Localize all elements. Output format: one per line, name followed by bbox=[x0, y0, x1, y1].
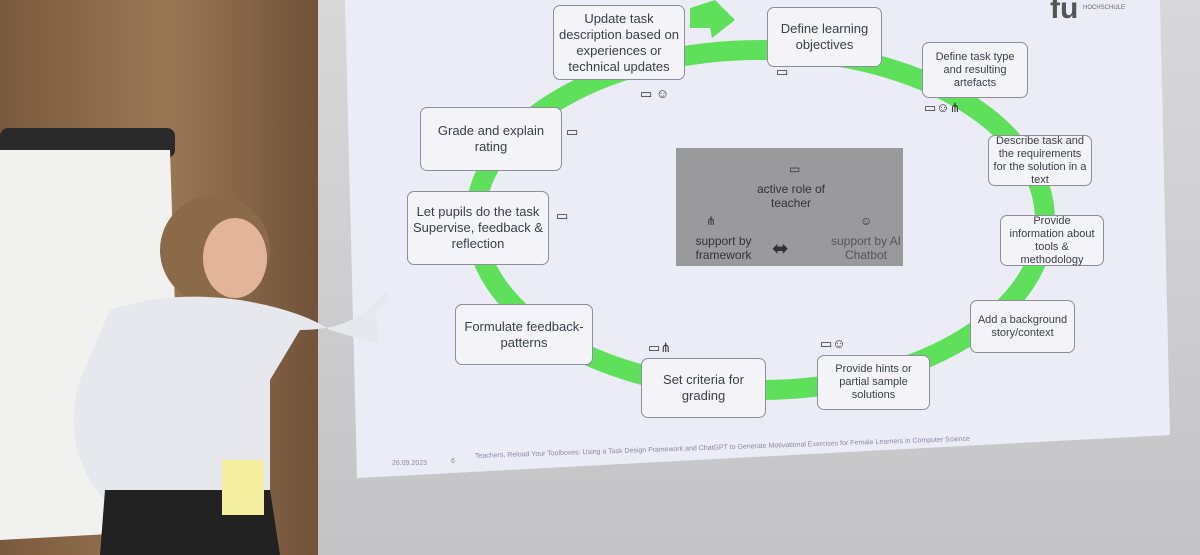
legend-teacher: active role of teacher bbox=[756, 182, 826, 210]
teacher-icon: ▭ bbox=[556, 208, 569, 223]
step-grade: Grade and explain rating bbox=[420, 107, 562, 171]
step-feedback-patterns: Formulate feedback-patterns bbox=[455, 304, 593, 365]
robot-icon: ☺ bbox=[860, 214, 873, 228]
legend-framework: support by framework bbox=[695, 234, 752, 262]
step-learning-objectives: Define learning objectives bbox=[767, 7, 882, 67]
step-criteria: Set criteria for grading bbox=[641, 358, 766, 418]
teacher-robot-icons: ▭☺ bbox=[820, 336, 846, 351]
step-task-type: Define task type and resulting artefacts bbox=[922, 42, 1028, 98]
presenter bbox=[73, 195, 390, 555]
teacher-framework-icons: ▭⋔ bbox=[648, 340, 672, 355]
arrows-icon: ⬌ bbox=[772, 238, 789, 260]
footer-date: 26.09.2023 bbox=[392, 460, 428, 467]
cycle-arrow-head bbox=[690, 0, 735, 38]
step-pupils-task: Let pupils do the task Supervise, feedba… bbox=[407, 191, 549, 265]
teacher-robot-icons: ▭ ☺ bbox=[640, 86, 670, 101]
teacher-robot-framework-icons: ▭☺⋔ bbox=[924, 100, 961, 115]
footer-page: 6 bbox=[451, 458, 455, 465]
teacher-icon: ▭ bbox=[566, 124, 579, 139]
step-background-story: Add a background story/context bbox=[970, 300, 1075, 353]
teacher-icon: ▭ bbox=[776, 64, 789, 79]
framework-icon: ⋔ bbox=[706, 214, 717, 228]
step-update-task: Update task description based on experie… bbox=[553, 5, 685, 80]
logo-subtitle: HOCHSCHULE bbox=[1083, 5, 1126, 11]
step-describe-task: Describe task and the requirements for t… bbox=[988, 135, 1092, 186]
step-tools-info: Provide information about tools & method… bbox=[1000, 215, 1104, 266]
logo-mark: fu bbox=[1050, 0, 1079, 25]
legend-chatbot: support by AI Chatbot bbox=[830, 234, 902, 262]
step-hints: Provide hints or partial sample solution… bbox=[817, 355, 930, 410]
legend-box: ▭ active role of teacher ⋔ support by fr… bbox=[676, 148, 903, 266]
teacher-icon: ▭ bbox=[789, 162, 801, 176]
